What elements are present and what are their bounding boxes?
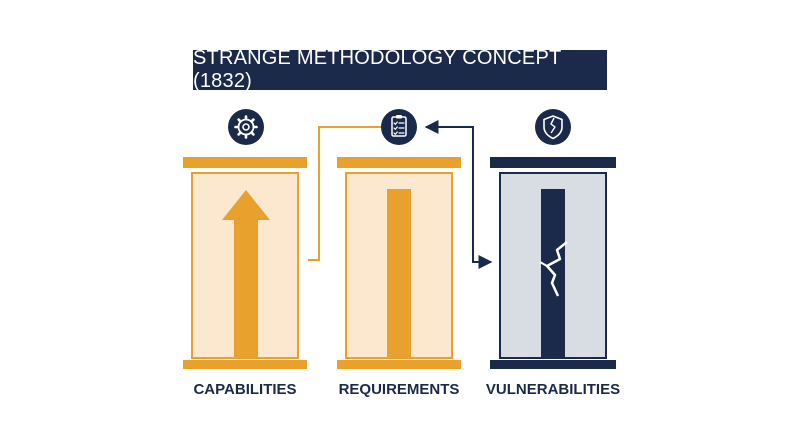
- title-banner: STRANGE METHODOLOGY CONCEPT (1832): [193, 47, 607, 92]
- pillar-label-capabilities: CAPABILITIES: [193, 381, 297, 398]
- clipboard-checklist-icon: [381, 109, 417, 145]
- pillar-capabilities: [183, 157, 307, 369]
- up-arrow-icon: [222, 190, 270, 358]
- pillar-label-requirements: REQUIREMENTS: [338, 381, 460, 398]
- pillar-requirements-cap: [337, 157, 461, 168]
- cracked-shield-icon: [535, 109, 571, 145]
- capabilities-connector: [308, 126, 383, 261]
- pillar-vulnerabilities-cap: [490, 157, 616, 168]
- gear-icon: [228, 109, 264, 145]
- pillar-vulnerabilities: [490, 157, 616, 369]
- pillar-capabilities-base: [183, 360, 307, 369]
- pillar-requirements-base: [337, 360, 461, 369]
- support-bar: [387, 189, 411, 358]
- diagram-title: STRANGE METHODOLOGY CONCEPT (1832): [193, 47, 562, 92]
- pillar-requirements: [337, 157, 461, 369]
- vulnerabilities-connector: [424, 120, 493, 269]
- pillar-label-vulnerabilities: VULNERABILITIES: [485, 381, 621, 398]
- pillar-capabilities-cap: [183, 157, 307, 168]
- crack-branch: [539, 261, 548, 267]
- pillar-vulnerabilities-base: [490, 360, 616, 369]
